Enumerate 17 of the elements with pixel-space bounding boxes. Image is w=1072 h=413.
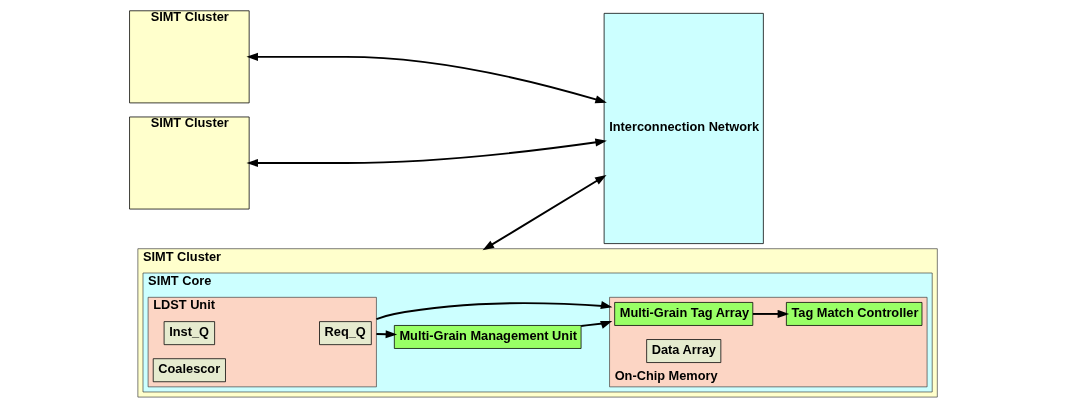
arrow: [580, 321, 613, 329]
node-box: Multi-Grain Management Unit: [393, 325, 582, 349]
node-box: SIMT Cluster: [129, 116, 250, 210]
arrow: [482, 174, 607, 251]
node-box: Inst_Q: [163, 321, 215, 346]
node-box: SIMT Cluster: [129, 10, 250, 104]
node-box: Coalescor: [152, 358, 226, 383]
node-box: Interconnection Network: [603, 12, 764, 244]
arrow: [246, 52, 607, 104]
arrow: [375, 330, 398, 339]
node-box: Req_Q: [319, 321, 372, 346]
arrow: [752, 309, 790, 318]
node-box: Tag Match Controller: [786, 302, 923, 326]
node-box: Data Array: [646, 339, 722, 363]
arrow: [246, 138, 607, 168]
arrow: [375, 301, 613, 320]
node-box: Multi-Grain Tag Array: [614, 302, 754, 326]
